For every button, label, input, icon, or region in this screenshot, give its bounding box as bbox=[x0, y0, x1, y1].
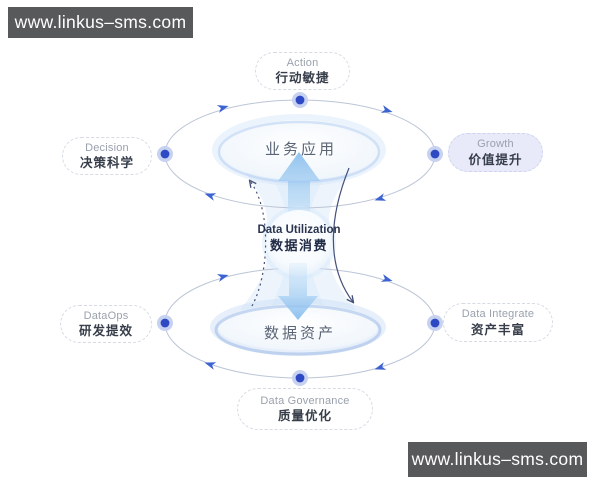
orbit-node bbox=[292, 92, 308, 108]
orbit-chevrons bbox=[204, 105, 393, 370]
center-bubble-label: Data Utilization 数据消费 bbox=[238, 223, 360, 255]
down-arrow-icon bbox=[278, 263, 318, 320]
pill-data-governance: Data Governance 质量优化 bbox=[237, 388, 373, 430]
chevron-icon bbox=[204, 362, 217, 370]
pill-data-integrate: Data Integrate 资产丰富 bbox=[443, 303, 553, 342]
pill-dataops: DataOps 研发提效 bbox=[60, 305, 152, 343]
pill-action-zh: 行动敏捷 bbox=[275, 71, 330, 86]
top-oval-label: 业务应用 bbox=[264, 141, 337, 158]
pill-growth: Growth 价值提升 bbox=[448, 133, 543, 172]
chevron-icon bbox=[216, 105, 229, 113]
pill-decision-en: Decision bbox=[85, 141, 129, 154]
pill-data-integrate-en: Data Integrate bbox=[461, 308, 535, 321]
pill-data-governance-en: Data Governance bbox=[260, 394, 350, 407]
pill-action: Action 行动敏捷 bbox=[255, 52, 350, 90]
pill-action-en: Action bbox=[286, 56, 319, 69]
pill-growth-zh: 价值提升 bbox=[468, 152, 523, 167]
chevron-icon bbox=[374, 362, 387, 370]
bottom-inner-oval bbox=[210, 298, 386, 356]
pill-decision: Decision 决策科学 bbox=[62, 137, 152, 175]
watermark-bottom: www.linkus–sms.com bbox=[408, 442, 587, 477]
chevron-icon bbox=[204, 193, 217, 201]
center-bubble-label-zh: 数据消费 bbox=[269, 238, 328, 254]
chevron-icon bbox=[216, 274, 229, 282]
bottom-oval-label: 数据资产 bbox=[263, 325, 336, 342]
pill-data-integrate-zh: 资产丰富 bbox=[470, 322, 525, 337]
orbit-node bbox=[427, 315, 443, 331]
chevron-icon bbox=[380, 105, 393, 113]
pill-dataops-en: DataOps bbox=[83, 309, 129, 322]
orbit-node bbox=[292, 370, 308, 386]
pill-decision-zh: 决策科学 bbox=[79, 156, 134, 171]
orbit-node bbox=[157, 146, 173, 162]
pill-growth-en: Growth bbox=[477, 138, 514, 151]
chevron-icon bbox=[380, 274, 393, 282]
flow-solid-curve bbox=[332, 167, 353, 302]
watermark-top: www.linkus–sms.com bbox=[8, 7, 193, 38]
feedback-dashed-curve bbox=[250, 181, 267, 307]
chevron-icon bbox=[374, 193, 387, 201]
orbit-node bbox=[157, 315, 173, 331]
orbit-node bbox=[427, 146, 443, 162]
orbit-nodes bbox=[157, 92, 443, 386]
pill-data-governance-zh: 质量优化 bbox=[277, 409, 332, 424]
top-inner-oval bbox=[212, 114, 386, 186]
center-bubble-label-en: Data Utilization bbox=[257, 224, 341, 236]
pill-dataops-zh: 研发提效 bbox=[78, 324, 133, 339]
center-bubble bbox=[266, 210, 332, 276]
